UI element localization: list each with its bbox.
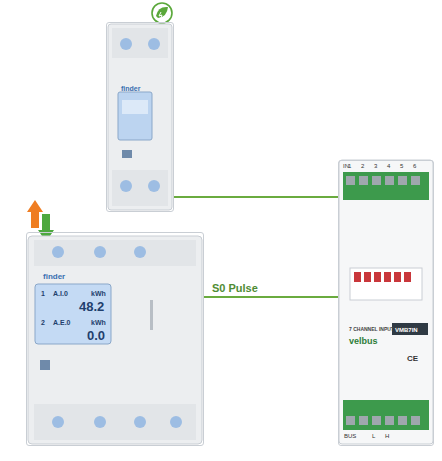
node-text: A.E.0: [53, 319, 71, 326]
node-text: finder: [43, 273, 65, 281]
meter-box: finder: [106, 22, 174, 212]
terminal-label: 1: [348, 163, 351, 169]
node-text: 1: [41, 290, 45, 297]
terminal-label: 5: [400, 163, 403, 169]
single-phase-meter: [108, 24, 172, 210]
node-text: kWh: [91, 319, 106, 326]
input-module: [339, 160, 433, 444]
module-box: 7 CHANNEL INPUT MODULEvelbusVMB7INCE: [338, 160, 434, 446]
node-text: CE: [407, 355, 418, 363]
pulse-wire: [204, 296, 338, 298]
terminal-label: L: [372, 433, 375, 439]
terminal-label: BUS: [344, 433, 356, 439]
node-text: 2: [41, 319, 45, 326]
terminal-label: 4: [387, 163, 390, 169]
node-text: A.I.0: [53, 290, 68, 297]
edge-label: S0 Pulse: [212, 283, 258, 294]
node-text: kWh: [91, 290, 106, 297]
node-text: finder: [121, 85, 140, 92]
node-text: velbus: [349, 337, 378, 346]
terminal-label: 6: [413, 163, 416, 169]
node-text: 48.2: [79, 300, 104, 313]
pulse-wire: [174, 196, 338, 198]
terminal-label: H: [385, 433, 389, 439]
node-text: VMB7IN: [395, 327, 418, 333]
node-text: 0.0: [87, 329, 105, 342]
terminal-label: 3: [374, 163, 377, 169]
three-phase-meter: [28, 236, 202, 444]
eco-icon: [152, 3, 172, 23]
terminal-label: 2: [361, 163, 364, 169]
meter-box: finder 1 A.I.0 kWh 48.2 2 A.E.0 kWh 0.0: [26, 232, 204, 446]
